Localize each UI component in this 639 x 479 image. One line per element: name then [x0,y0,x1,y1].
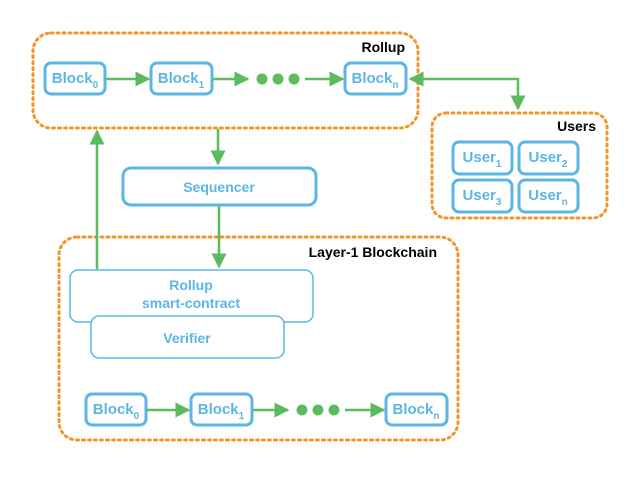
svg-text:Block0: Block0 [52,70,99,91]
svg-text:Rollup: Rollup [169,277,213,293]
l1-block-0: Block0 [84,392,148,427]
rollup-block-n: Blockn [343,61,408,96]
users-group [430,111,609,220]
l1-block-n: Blockn [384,392,449,427]
svg-text:Usern: Usern [528,187,567,208]
sequencer-box: Sequencer [121,166,318,207]
svg-text:Blockn: Blockn [352,70,399,91]
rollup-group-title: Rollup [361,39,405,55]
svg-text:Block0: Block0 [93,401,140,422]
user-2: User2 [517,140,580,176]
svg-text:Verifier: Verifier [163,330,211,346]
rollup-block-0: Block0 [43,61,107,96]
svg-text:Block1: Block1 [198,401,245,422]
svg-text:smart-contract: smart-contract [142,295,240,311]
arrow-rollup-users [408,71,526,111]
layer1-group [57,235,460,442]
l1-block-1: Block1 [189,392,254,427]
l1-ellipsis-dots [296,404,340,416]
rollup-smart-contract-box: Rollup smart-contract [69,269,314,323]
svg-text:User2: User2 [529,149,568,170]
svg-text:Sequencer: Sequencer [183,179,255,195]
svg-text:User3: User3 [463,187,502,208]
user-3: User3 [451,178,514,214]
svg-text:Block1: Block1 [158,70,205,91]
svg-text:User1: User1 [463,149,502,170]
verifier-box: Verifier [90,315,285,359]
rollup-block-1: Block1 [149,61,214,96]
users-group-title: Users [557,118,596,134]
svg-text:Blockn: Blockn [393,401,440,422]
user-n: Usern [517,178,580,214]
user-1: User1 [451,140,514,176]
rollup-ellipsis-dots [256,73,300,85]
layer1-group-title: Layer-1 Blockchain [309,244,437,260]
